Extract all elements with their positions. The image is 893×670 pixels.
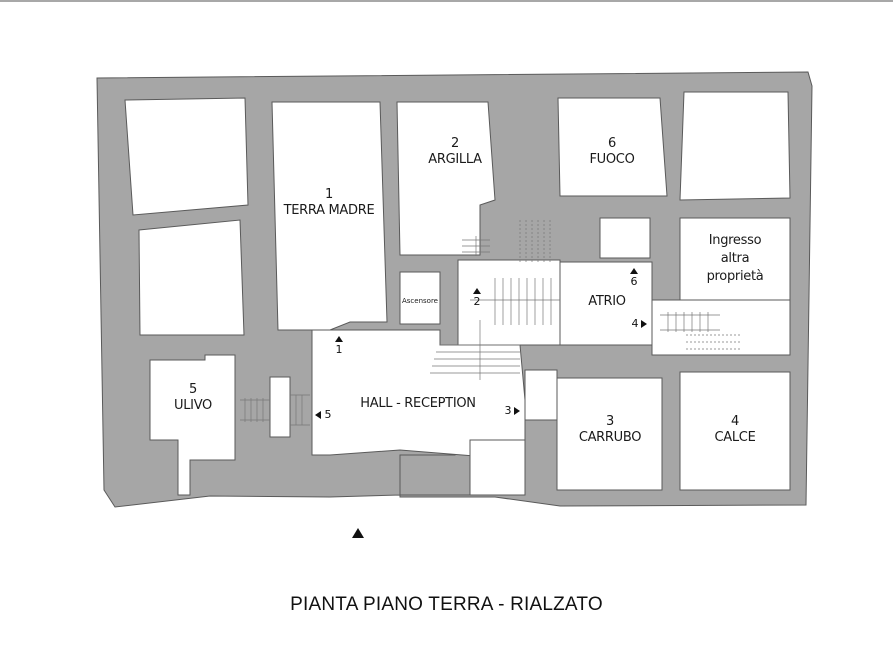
marker-4-icon	[641, 320, 647, 328]
room-hall-reception: HALL - RECEPTION	[360, 396, 476, 412]
room-ulivo: 5 ULIVO	[174, 382, 212, 414]
room-number: 5	[189, 382, 197, 397]
marker-label-5: 5	[324, 408, 332, 421]
marker-5-icon	[315, 411, 321, 419]
plan-title: PIANTA PIANO TERRA - RIALZATO	[290, 594, 603, 615]
marker-label-6: 6	[630, 275, 638, 288]
room-terra-madre: 1 TERRA MADRE	[284, 187, 375, 219]
room-carrubo: 3 CARRUBO	[578, 414, 642, 446]
marker-6-icon	[630, 268, 638, 274]
marker-label-4: 4	[631, 317, 639, 330]
stairs-ulivo	[240, 394, 310, 426]
entrance-arrow-icon	[352, 528, 364, 538]
room-name: CARRUBO	[578, 430, 642, 445]
room-name-line: proprietà	[706, 269, 764, 284]
room-calce: 4 CALCE	[714, 414, 755, 446]
marker-label-2: 2	[473, 295, 481, 308]
room-number: 1	[325, 187, 333, 202]
top-border	[0, 0, 893, 2]
marker-2-icon	[473, 288, 481, 294]
room-name-line: Ingresso	[708, 233, 762, 248]
stairs-argilla	[462, 236, 490, 256]
room-number: 4	[731, 414, 739, 429]
room-number: 2	[451, 136, 459, 151]
room-number: 3	[606, 414, 614, 429]
room-name: Ascensore	[402, 297, 438, 305]
stairs-main	[430, 278, 560, 380]
room-number: 6	[608, 136, 616, 151]
marker-label-1: 1	[335, 343, 343, 356]
stairs-dashed	[519, 220, 740, 350]
room-ascensore: Ascensore	[402, 293, 438, 309]
room-atrio: ATRIO	[588, 294, 626, 310]
room-name-line: altra	[720, 251, 750, 266]
room-fuoco: 6 FUOCO	[589, 136, 634, 168]
room-name: ATRIO	[588, 294, 626, 309]
room-ingresso-altra-proprieta: Ingresso altra proprietà	[707, 232, 764, 286]
room-name: CALCE	[714, 430, 756, 445]
stairs-right	[660, 312, 720, 332]
room-name: ULIVO	[174, 398, 212, 413]
room-name: HALL - RECEPTION	[360, 396, 476, 411]
marker-1-icon	[335, 336, 343, 342]
room-name: FUOCO	[589, 152, 635, 167]
marker-3-icon	[514, 407, 520, 415]
room-name: ARGILLA	[428, 152, 482, 167]
marker-label-3: 3	[504, 404, 512, 417]
room-argilla: 2 ARGILLA	[428, 136, 482, 168]
room-name: TERRA MADRE	[283, 203, 375, 218]
